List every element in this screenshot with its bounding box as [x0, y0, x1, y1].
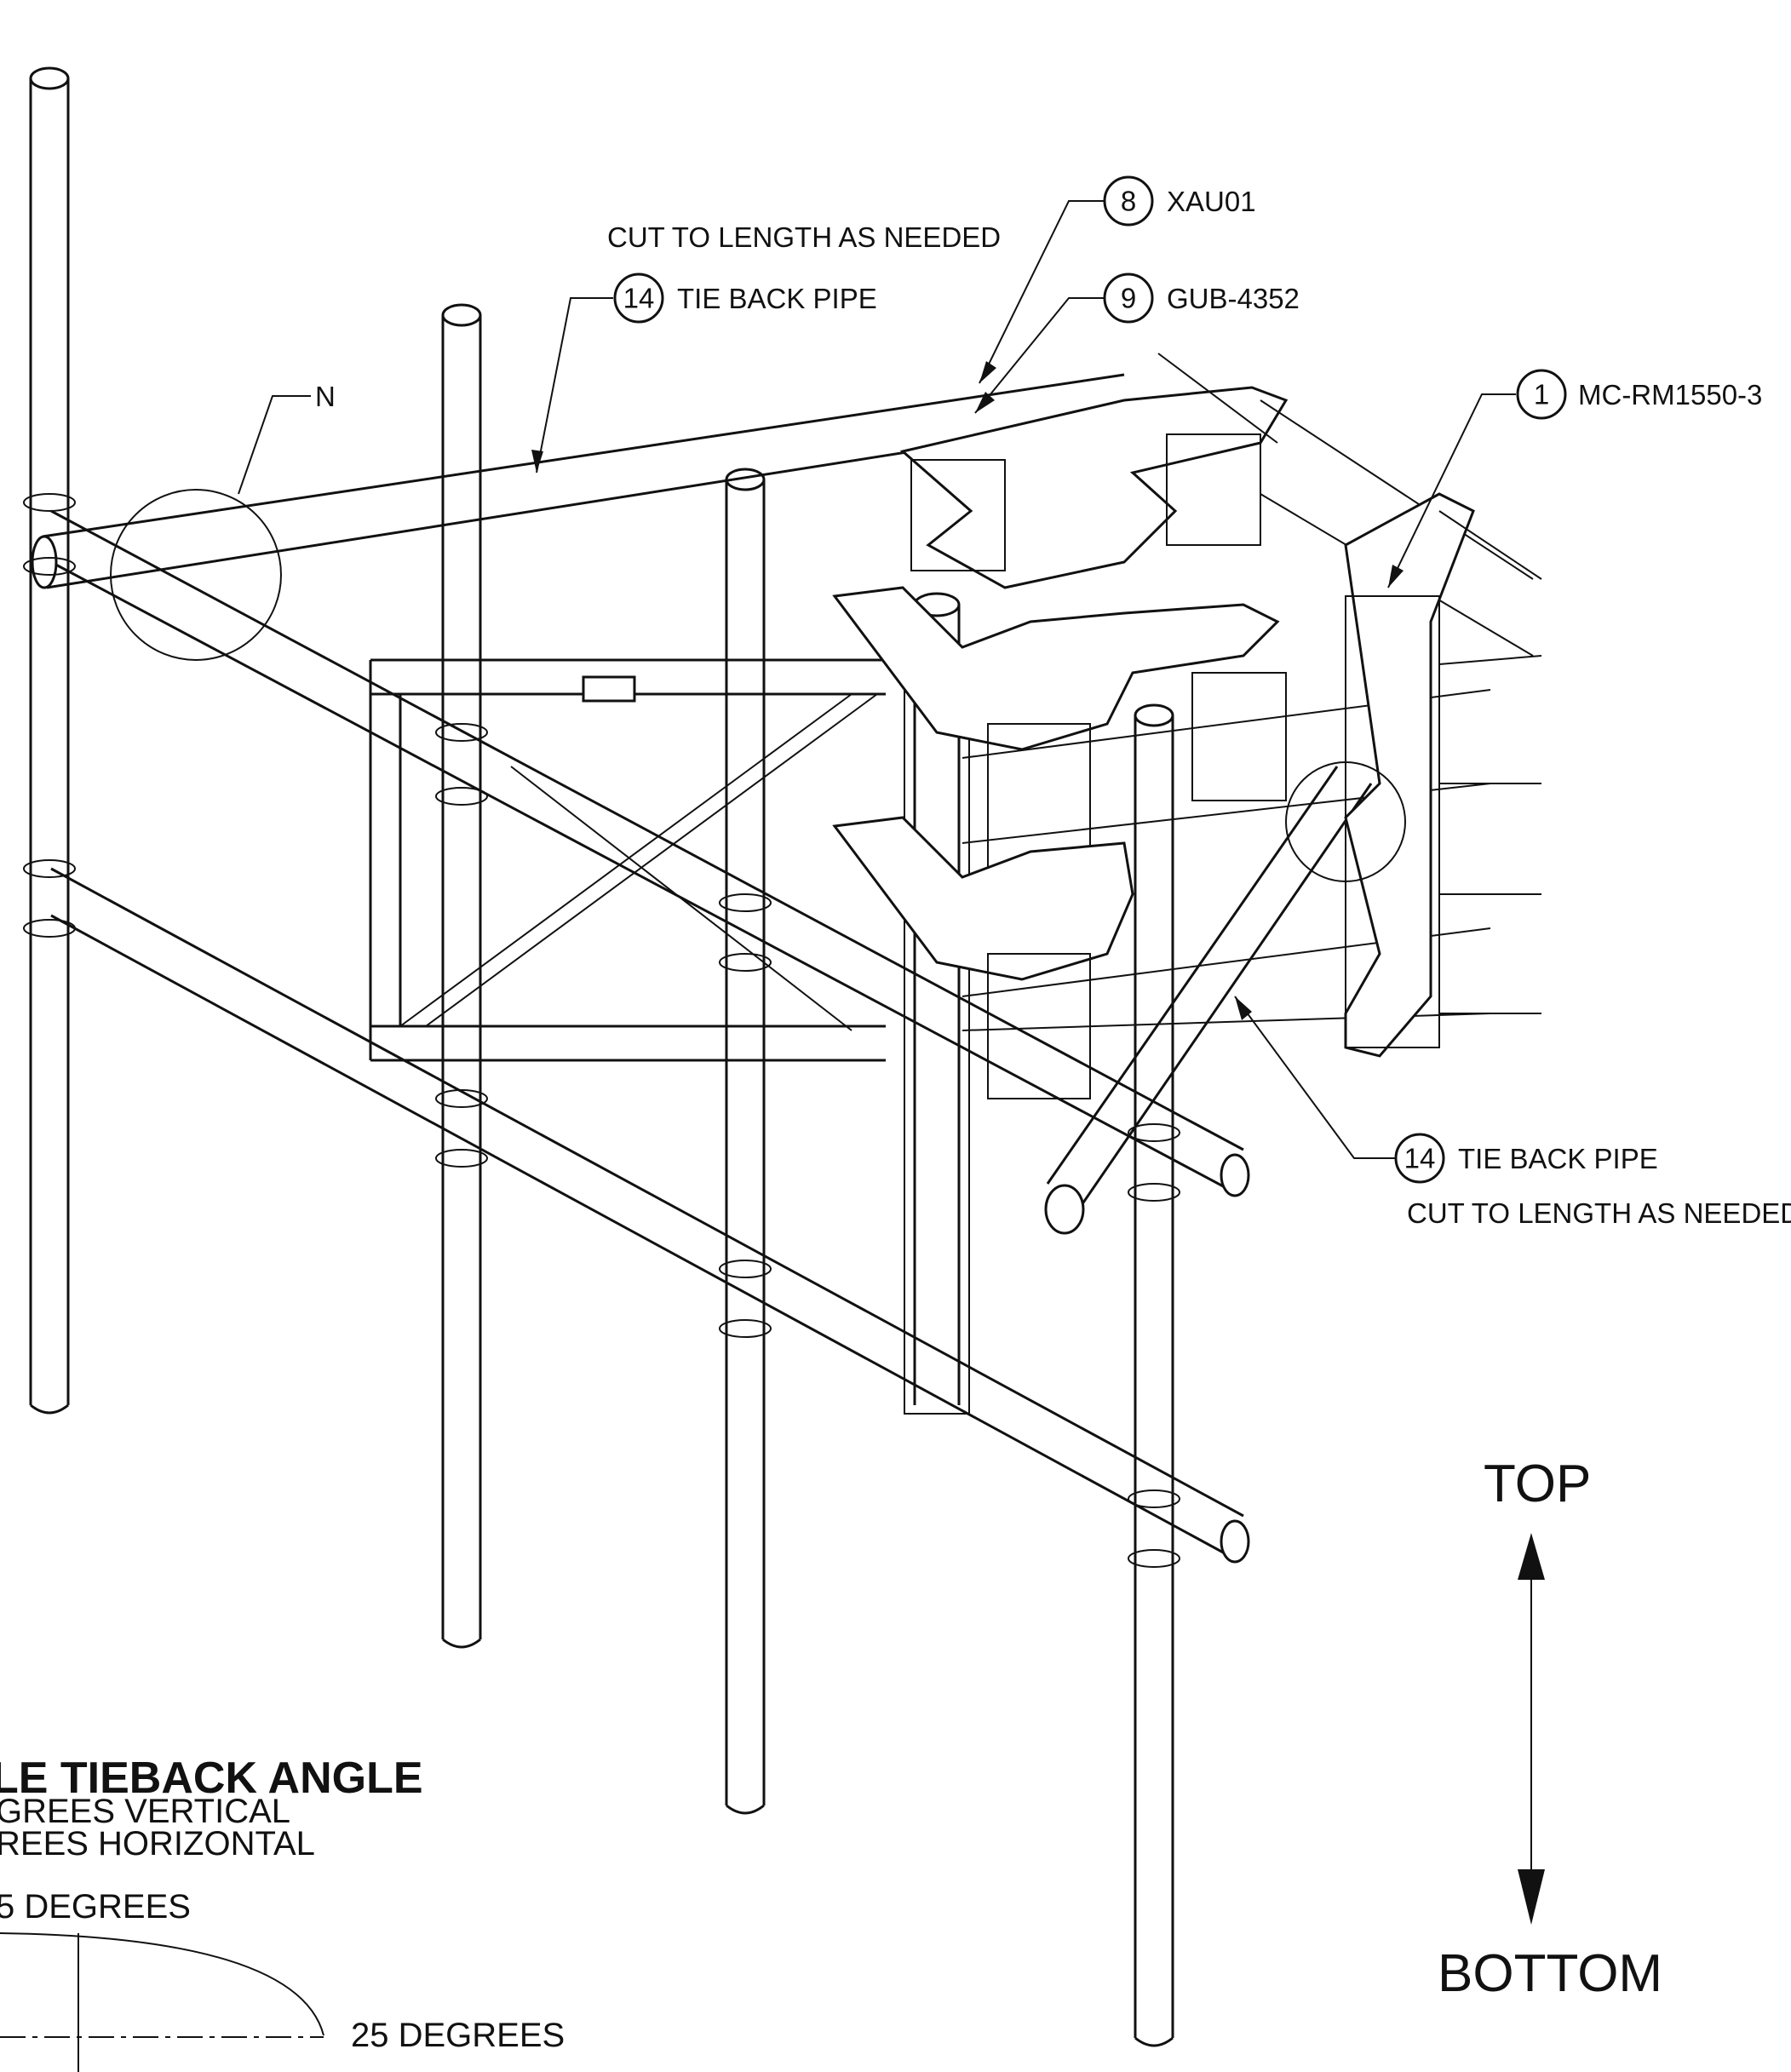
rear-frame: [369, 658, 886, 1062]
callout-tie-back-bottom: 14 TIE BACK PIPE: [1394, 1133, 1658, 1184]
balloon-number: 9: [1121, 283, 1136, 314]
mount-part-label: MC-RM1550-3: [1578, 379, 1762, 410]
gub-part-label: GUB-4352: [1167, 283, 1300, 314]
legend-angle-left: 5 DEGREES: [0, 1888, 191, 1926]
legend-line-vertical: GREES VERTICAL: [0, 1793, 290, 1830]
mount-tier-top: [899, 353, 1534, 657]
cut-to-length-note-top: CUT TO LENGTH AS NEEDED: [607, 221, 1001, 253]
legend-line-horizontal: REES HORIZONTAL: [0, 1825, 315, 1863]
vertical-pipe-3: [725, 468, 766, 1815]
xau-part-label: XAU01: [1167, 186, 1256, 217]
detail-circle-n: [110, 489, 282, 661]
callout-tie-back-top: 14 TIE BACK PIPE: [613, 273, 877, 324]
balloon-number: 1: [1534, 379, 1549, 410]
angle-arc: [0, 1932, 324, 2036]
detail-circle-panel: [1285, 761, 1406, 882]
callout-xau: 8 XAU01: [1103, 175, 1256, 227]
up-arrow: [1518, 1533, 1545, 1580]
bottom-label: BOTTOM: [1438, 1944, 1662, 2003]
callout-mount: 1 MC-RM1550-3: [1516, 369, 1762, 420]
side-antenna-panel: [1344, 492, 1542, 1058]
balloon-number: 8: [1121, 186, 1136, 217]
tie-back-pipe-label-bottom: TIE BACK PIPE: [1458, 1143, 1658, 1174]
orientation-indicator: TOP BOTTOM: [1438, 1455, 1662, 2003]
mount-tier-middle: [832, 586, 1491, 870]
pipe-clamps: [23, 493, 1250, 1568]
center-mast-pipe: [904, 592, 970, 1415]
vertical-pipe-2: [441, 303, 482, 1649]
cut-to-length-note-bottom: CUT TO LENGTH AS NEEDED: [1407, 1197, 1791, 1229]
balloon-number: 14: [1404, 1143, 1436, 1174]
tie-back-pipe-lower: [1044, 766, 1373, 1235]
tieback-angle-legend: LE TIEBACK ANGLE GREES VERTICAL REES HOR…: [0, 1753, 565, 2072]
upper-horizontal-pipe: [50, 509, 1244, 1190]
top-label: TOP: [1484, 1455, 1591, 1513]
down-arrow: [1518, 1869, 1545, 1925]
legend-angle-right: 25 DEGREES: [351, 2017, 565, 2054]
vertical-pipe-front: [1134, 703, 1174, 2047]
balloon-number: 14: [623, 283, 655, 314]
vertical-pipe-left: [29, 66, 70, 1415]
lower-horizontal-pipe: [50, 867, 1244, 1556]
tie-back-pipe-label: TIE BACK PIPE: [677, 283, 877, 314]
callout-gub: 9 GUB-4352: [1103, 273, 1300, 324]
legend-title: LE TIEBACK ANGLE: [0, 1753, 423, 1803]
detail-n-label: N: [315, 381, 336, 412]
callout-leaders: [238, 200, 1516, 1159]
